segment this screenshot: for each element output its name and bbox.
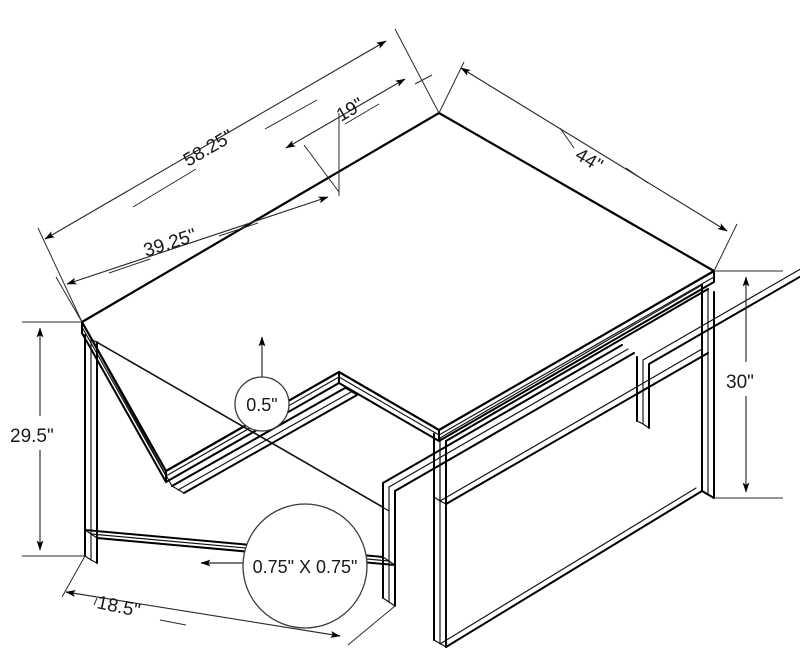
callout-top-thickness: 0.5" bbox=[234, 336, 290, 432]
leg-profile-callout-circle bbox=[242, 503, 368, 629]
dimension-30: 30" bbox=[714, 270, 783, 499]
dimension-18-5: 18.5" bbox=[61, 555, 396, 646]
dimension-29-5: 29.5" bbox=[6, 321, 85, 557]
left-wing-frame bbox=[84, 334, 396, 607]
left-wing-back-apron bbox=[90, 338, 358, 494]
callout-label-leg-profile: 0.75" X 0.75" bbox=[253, 557, 358, 577]
dimension-label-29-5: 29.5" bbox=[10, 426, 54, 447]
thickness-callout-circle bbox=[234, 376, 290, 432]
right-wing-frame bbox=[433, 284, 715, 648]
desktop-thickness-edges bbox=[81, 270, 715, 483]
dimension-label-30: 30" bbox=[726, 372, 754, 393]
callout-label-thickness: 0.5" bbox=[246, 395, 277, 415]
callout-leg-profile: 0.75" X 0.75" bbox=[200, 503, 368, 629]
